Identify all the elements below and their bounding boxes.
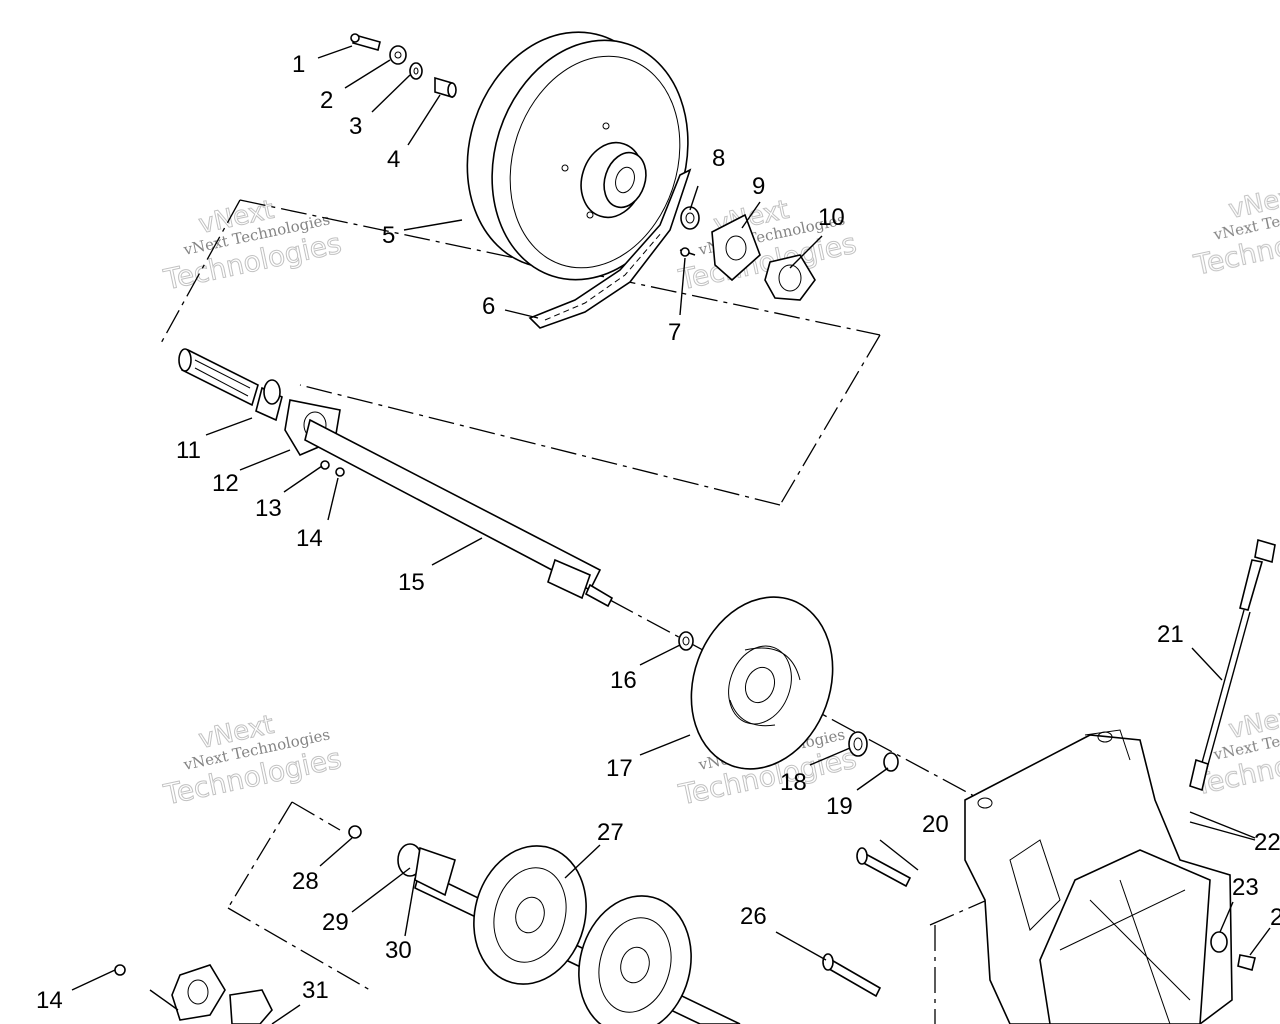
- callout-27: 27: [597, 819, 624, 846]
- callout-29: 29: [322, 909, 349, 936]
- chaincase-housing: [964, 729, 1256, 1024]
- drive-shaft: [178, 348, 614, 608]
- callout-23: 23: [1232, 874, 1259, 901]
- callout-22: 22: [1254, 829, 1280, 856]
- callout-28: 28: [292, 868, 319, 895]
- callout-3: 3: [349, 113, 362, 140]
- brake-disc-assembly: [678, 596, 899, 772]
- leader-lines: [71, 45, 1271, 1024]
- callout-17: 17: [606, 755, 633, 782]
- callout-21: 21: [1157, 621, 1184, 648]
- sprocket-2: [578, 895, 692, 1024]
- callout-6: 6: [482, 293, 495, 320]
- callout-26: 26: [740, 903, 767, 930]
- callout-12: 12: [212, 470, 239, 497]
- mount-bolts: [822, 847, 912, 998]
- callout-14-lower: 14: [36, 987, 63, 1014]
- callout-4: 4: [387, 146, 400, 173]
- callout-7: 7: [668, 319, 681, 346]
- callout-1: 1: [292, 51, 305, 78]
- callout-10: 10: [818, 204, 845, 231]
- callout-30: 30: [385, 937, 412, 964]
- drive-pulley: [466, 31, 689, 281]
- speedo-cable: [1189, 538, 1276, 792]
- callout-13: 13: [255, 495, 282, 522]
- track-drive-shaft: [348, 825, 741, 1024]
- callout-2: 2: [320, 87, 333, 114]
- callout-20: 20: [922, 811, 949, 838]
- lower-bearing-flange: [114, 964, 273, 1024]
- sprocket-1: [473, 845, 587, 985]
- callout-15: 15: [398, 569, 425, 596]
- callout-5: 5: [382, 222, 395, 249]
- callout-labels: 1 2 3 4 5 6 7 8 9 10 11 12 13 14 15 16 1…: [36, 51, 1280, 1014]
- callout-18: 18: [780, 769, 807, 796]
- callout-11: 11: [176, 437, 201, 464]
- drive-chain: [528, 168, 692, 329]
- callout-2-right: 2: [1270, 904, 1280, 931]
- callout-31: 31: [302, 977, 329, 1004]
- bearing-flange-assembly: [679, 206, 816, 301]
- callout-16: 16: [610, 667, 637, 694]
- callout-14: 14: [296, 525, 323, 552]
- callout-9: 9: [752, 173, 765, 200]
- callout-19: 19: [826, 793, 853, 820]
- bolt-assembly: [350, 33, 457, 99]
- callout-8: 8: [712, 145, 725, 172]
